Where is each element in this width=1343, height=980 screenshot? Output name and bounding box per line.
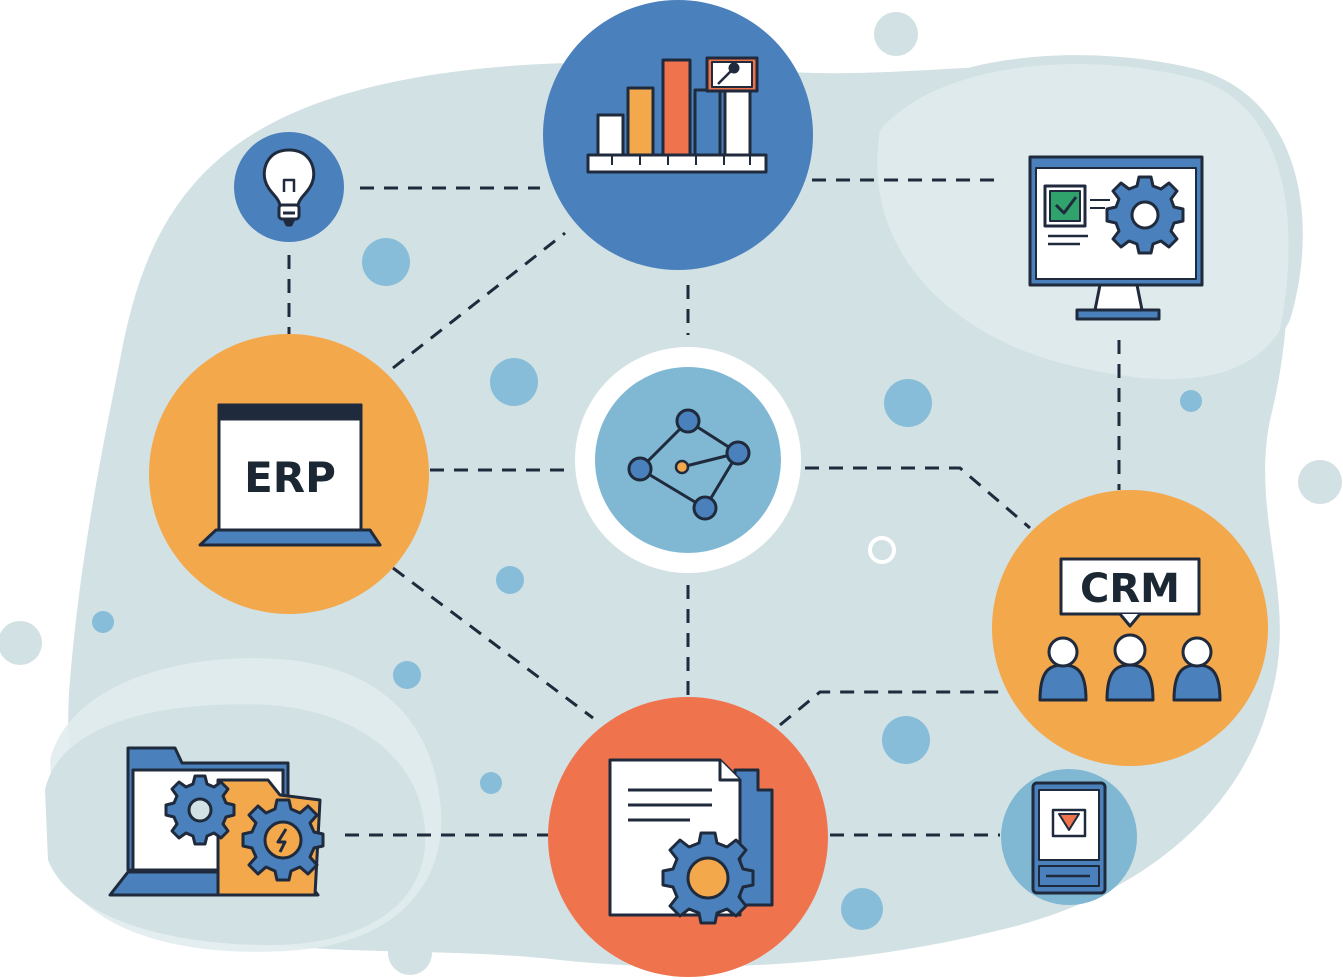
tablet-download-icon <box>1031 781 1107 895</box>
connectors <box>287 178 1121 837</box>
decorative-dots <box>0 12 1342 975</box>
dot <box>496 566 524 594</box>
dot <box>882 716 930 764</box>
idea-node[interactable] <box>234 132 344 242</box>
dot <box>490 358 538 406</box>
hub-node[interactable] <box>575 347 801 573</box>
dot <box>1298 460 1342 504</box>
dot <box>480 772 502 794</box>
crm-team-icon <box>1038 557 1222 702</box>
dot <box>1180 390 1202 412</box>
ring-dot <box>868 536 896 564</box>
dot <box>92 611 114 633</box>
document-gear-icon <box>608 758 774 925</box>
connector-hub-crm <box>805 466 1031 530</box>
dot <box>362 238 410 286</box>
tablet-node[interactable] <box>1001 769 1137 905</box>
connector-erp-analytics <box>392 231 566 370</box>
bar-chart-icon <box>586 56 768 174</box>
connector-documents-crm <box>779 690 1000 727</box>
analytics-node[interactable] <box>543 0 813 270</box>
monitor-settings-icon <box>1028 155 1204 321</box>
dot <box>393 661 421 689</box>
erp-label: ERP <box>244 453 336 502</box>
erp-node[interactable]: ERP <box>149 334 429 614</box>
crm-node[interactable]: CRM <box>992 490 1268 766</box>
monitor-node[interactable] <box>1028 155 1204 321</box>
dot <box>874 12 918 56</box>
dot <box>0 621 42 665</box>
connector-erp-documents <box>392 566 594 720</box>
laptop-erp-icon <box>198 403 382 547</box>
lightbulb-icon <box>262 148 316 227</box>
documents-node[interactable] <box>548 697 828 977</box>
dot <box>388 931 432 975</box>
dot <box>841 888 883 930</box>
dot <box>884 379 932 427</box>
crm-label: CRM <box>1080 566 1180 612</box>
network-graph-icon <box>627 408 751 521</box>
folder-gears-icon <box>108 746 325 897</box>
folder-node[interactable] <box>108 746 325 897</box>
